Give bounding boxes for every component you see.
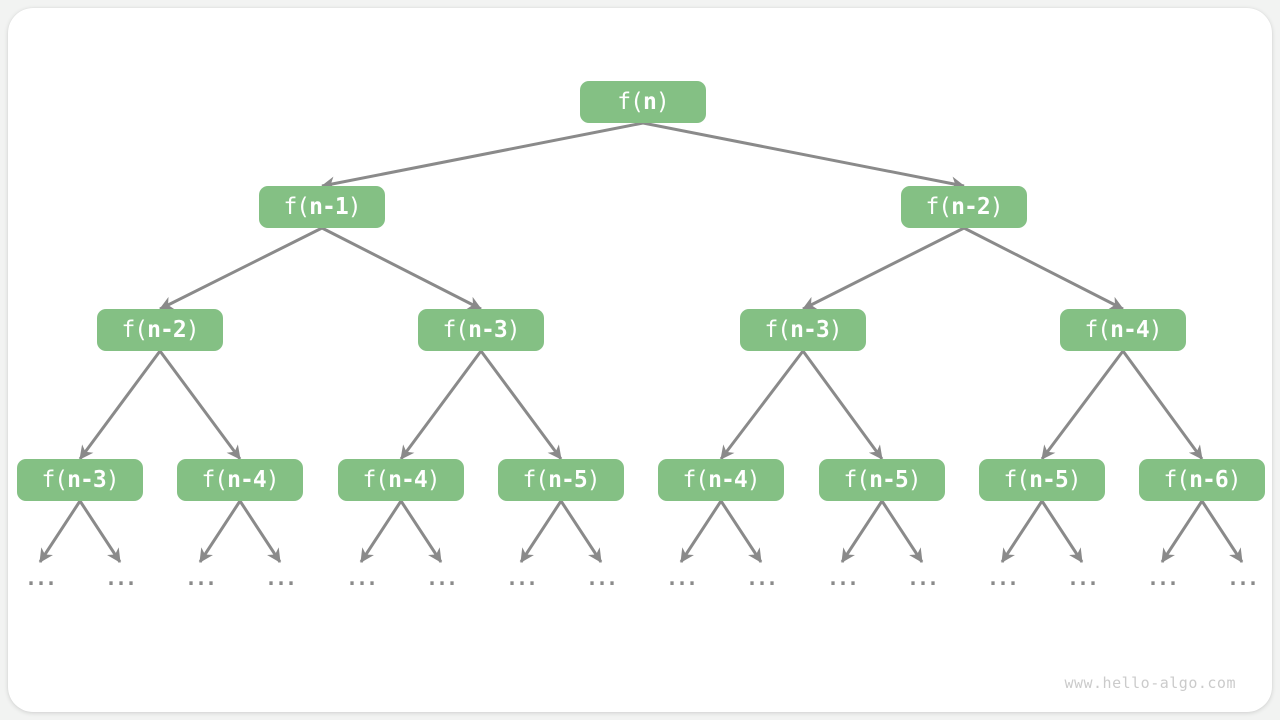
leaf-ellipsis: ... bbox=[986, 566, 1019, 590]
leaf-ellipsis: ... bbox=[24, 566, 57, 590]
leaf-ellipsis: ... bbox=[745, 566, 778, 590]
leaf-ellipsis: ... bbox=[184, 566, 217, 590]
tree-node: f(n-1) bbox=[259, 186, 385, 228]
tree-node: f(n-2) bbox=[901, 186, 1027, 228]
tree-node: f(n) bbox=[580, 81, 706, 123]
tree-node: f(n-3) bbox=[17, 459, 143, 501]
leaf-ellipsis: ... bbox=[505, 566, 538, 590]
leaf-ellipsis: ... bbox=[665, 566, 698, 590]
leaf-ellipsis: ... bbox=[585, 566, 618, 590]
leaf-ellipsis: ... bbox=[826, 566, 859, 590]
tree-node: f(n-3) bbox=[418, 309, 544, 351]
tree-node: f(n-4) bbox=[658, 459, 784, 501]
tree-node: f(n-3) bbox=[740, 309, 866, 351]
tree-node: f(n-2) bbox=[97, 309, 223, 351]
leaf-ellipsis: ... bbox=[1146, 566, 1179, 590]
tree-node: f(n-5) bbox=[819, 459, 945, 501]
tree-node: f(n-6) bbox=[1139, 459, 1265, 501]
leaf-ellipsis: ... bbox=[264, 566, 297, 590]
leaf-ellipsis: ... bbox=[104, 566, 137, 590]
tree-node: f(n-4) bbox=[338, 459, 464, 501]
leaf-ellipsis: ... bbox=[345, 566, 378, 590]
leaf-ellipsis: ... bbox=[1066, 566, 1099, 590]
tree-node: f(n-5) bbox=[979, 459, 1105, 501]
tree-node: f(n-4) bbox=[1060, 309, 1186, 351]
leaf-ellipsis: ... bbox=[425, 566, 458, 590]
leaf-ellipsis: ... bbox=[906, 566, 939, 590]
leaf-ellipsis: ... bbox=[1226, 566, 1259, 590]
watermark: www.hello-algo.com bbox=[1064, 674, 1236, 692]
tree-node: f(n-4) bbox=[177, 459, 303, 501]
tree-node: f(n-5) bbox=[498, 459, 624, 501]
